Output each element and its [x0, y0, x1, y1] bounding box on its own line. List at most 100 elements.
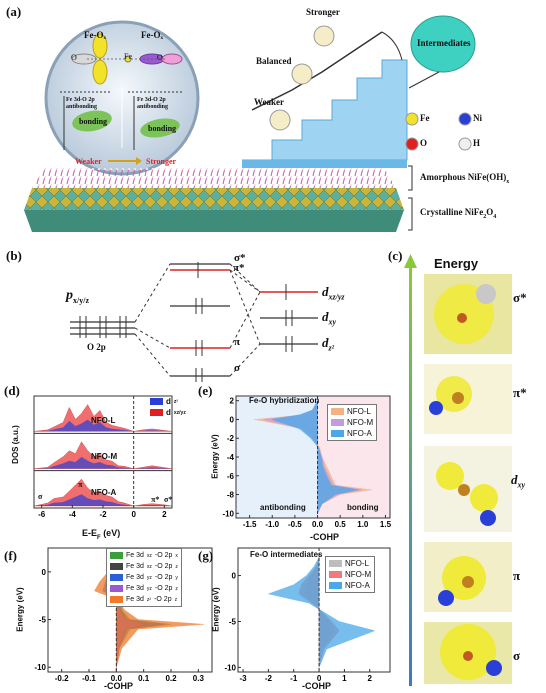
dz-label: dz² [322, 335, 335, 353]
d-dz2-area-NFO-A [34, 494, 172, 506]
d-xlabel: E-EF (eV) [82, 528, 121, 541]
g-xtick-label: -2 [265, 674, 273, 683]
g-xlabel: -COHP [302, 681, 331, 691]
e-ytick-label: -6 [227, 472, 235, 481]
dxz-label: dxz/yz [322, 284, 345, 302]
d-ylabel: DOS (a.u.) [10, 425, 20, 464]
d-xtick-label: 2 [162, 510, 167, 518]
c-label-sigma: σ [513, 648, 521, 663]
e-xlabel: -COHP [310, 532, 339, 542]
legend-ni: Ni [473, 113, 482, 123]
crystalline-label: Crystalline NiFe2O4 [420, 207, 497, 220]
panel-label-b: (b) [6, 248, 22, 263]
f-ytick-label: -10 [34, 663, 46, 672]
d-dz2-area-NFO-L [34, 419, 172, 432]
o2p-label: O 2p [87, 342, 106, 352]
fe-oz-label: Fe-Oₓ [84, 30, 107, 40]
panel-label-d: (d) [4, 383, 20, 398]
f-ytick-label: -5 [39, 616, 47, 625]
e-area-2 [272, 400, 359, 514]
bonding-left-label: bonding [79, 117, 108, 126]
legend-o: O [420, 138, 428, 148]
f-xlabel: -COHP [104, 681, 133, 691]
d-annot-sigma: σ [38, 492, 43, 501]
sigma-label: σ [234, 362, 240, 374]
amorphous-label: Amorphous NiFe(OH)x [420, 172, 510, 185]
stronger-label: Stronger [306, 7, 340, 17]
d-curve-label-a: NFO-A [91, 488, 117, 497]
o-right-label: O [157, 53, 163, 62]
f-xtick-label: -0.1 [82, 674, 96, 683]
c-label-sigma-star: σ* [513, 290, 527, 305]
d-annot-pi: π [78, 480, 83, 489]
panel-label-e: (e) [198, 383, 213, 398]
d-curve-label-m: NFO-M [91, 452, 118, 461]
e-xtick-label: -0.5 [288, 520, 302, 529]
f-xtick-label: 0.0 [111, 674, 123, 683]
stronger-red-label: Stronger [146, 157, 177, 166]
e-bonding: bonding [347, 503, 379, 512]
e-ytick-label: -4 [227, 453, 235, 462]
d-annot-pistar: π* [151, 495, 160, 504]
weaker-red-label: Weaker [75, 157, 102, 166]
antibonding-left-label: Fe 3d-O 2p antibonding [66, 97, 98, 110]
p-orbital-label: px/y/z [66, 288, 89, 305]
g-frame [237, 547, 391, 673]
fe-ox-label: Fe-Oₓ [141, 30, 164, 40]
e-ytick-label: -10 [222, 509, 234, 518]
f-ytick-label: 0 [42, 568, 47, 577]
antibonding-right-label: Fe 3d-O 2p antibonding [137, 97, 169, 110]
pi-star-label: π* [233, 262, 245, 274]
panel-label-c: (c) [388, 248, 403, 263]
bonding-right-label: bonding [148, 124, 177, 133]
g-ytick-label: -5 [229, 617, 237, 626]
g-area-2 [267, 556, 376, 668]
e-xtick-label: 1.0 [357, 520, 369, 529]
e-ytick-label: 2 [230, 397, 235, 406]
mo-diagram [70, 262, 318, 382]
e-chart: -1.5 -1.0 -0.5 0.0 0.5 1.0 1.5 -10 -8 -6 -4 -2 0 2 [222, 395, 392, 529]
e-ytick-label: 0 [230, 415, 235, 424]
d-xtick-label: -4 [69, 510, 77, 518]
f-xtick-label: 0.1 [138, 674, 150, 683]
panel-label-g: (g) [198, 548, 214, 563]
e-xtick-label: -1.5 [243, 520, 257, 529]
dxy-label: dxy [322, 309, 337, 327]
g-title: Fe-O intermediates [250, 550, 323, 559]
f-xtick-label: -0.2 [55, 674, 69, 683]
e-ytick-label: -8 [227, 491, 235, 500]
d-dz2-area-NFO-M [34, 456, 172, 469]
weaker-label: Weaker [254, 97, 284, 107]
magnifier-schematic [44, 20, 200, 176]
c-label-pi-star: π* [513, 385, 527, 400]
d-curve-label-l: NFO-L [91, 416, 116, 425]
f-xtick-label: 0.3 [193, 674, 205, 683]
g-xtick-label: -3 [240, 674, 248, 683]
intermediates-label: Intermediates [417, 38, 471, 48]
e-xtick-label: 0.5 [335, 520, 347, 529]
e-xtick-label: 1.5 [380, 520, 392, 529]
g-legend: NFO-L NFO-M NFO-A [325, 556, 376, 593]
d-xtick-label: -2 [99, 510, 107, 518]
g-ytick-label: 0 [232, 572, 237, 581]
c-label-pi: π [513, 568, 521, 583]
e-antibonding: antibonding [260, 503, 306, 512]
e-ytick-label: -2 [227, 434, 235, 443]
sigma-star-label: σ* [234, 252, 246, 264]
pi-label: π [234, 336, 241, 348]
e-legend: NFO-L NFO-M NFO-A [327, 404, 378, 441]
g-ytick-label: -10 [224, 663, 236, 672]
panel-label-a: (a) [6, 4, 22, 19]
d-dos-area-NFO-A [33, 478, 173, 507]
energy-label: Energy [434, 256, 479, 271]
g-xtick-label: 2 [368, 674, 373, 683]
f-xtick-label: 0.2 [165, 674, 177, 683]
fe-mid-label: Fe [124, 52, 132, 61]
f-ylabel: Energy (eV) [15, 587, 25, 632]
element-legend-swatches [405, 112, 472, 151]
e-xtick-label: -1.0 [265, 520, 279, 529]
e-xtick-label: 0.0 [312, 520, 324, 529]
